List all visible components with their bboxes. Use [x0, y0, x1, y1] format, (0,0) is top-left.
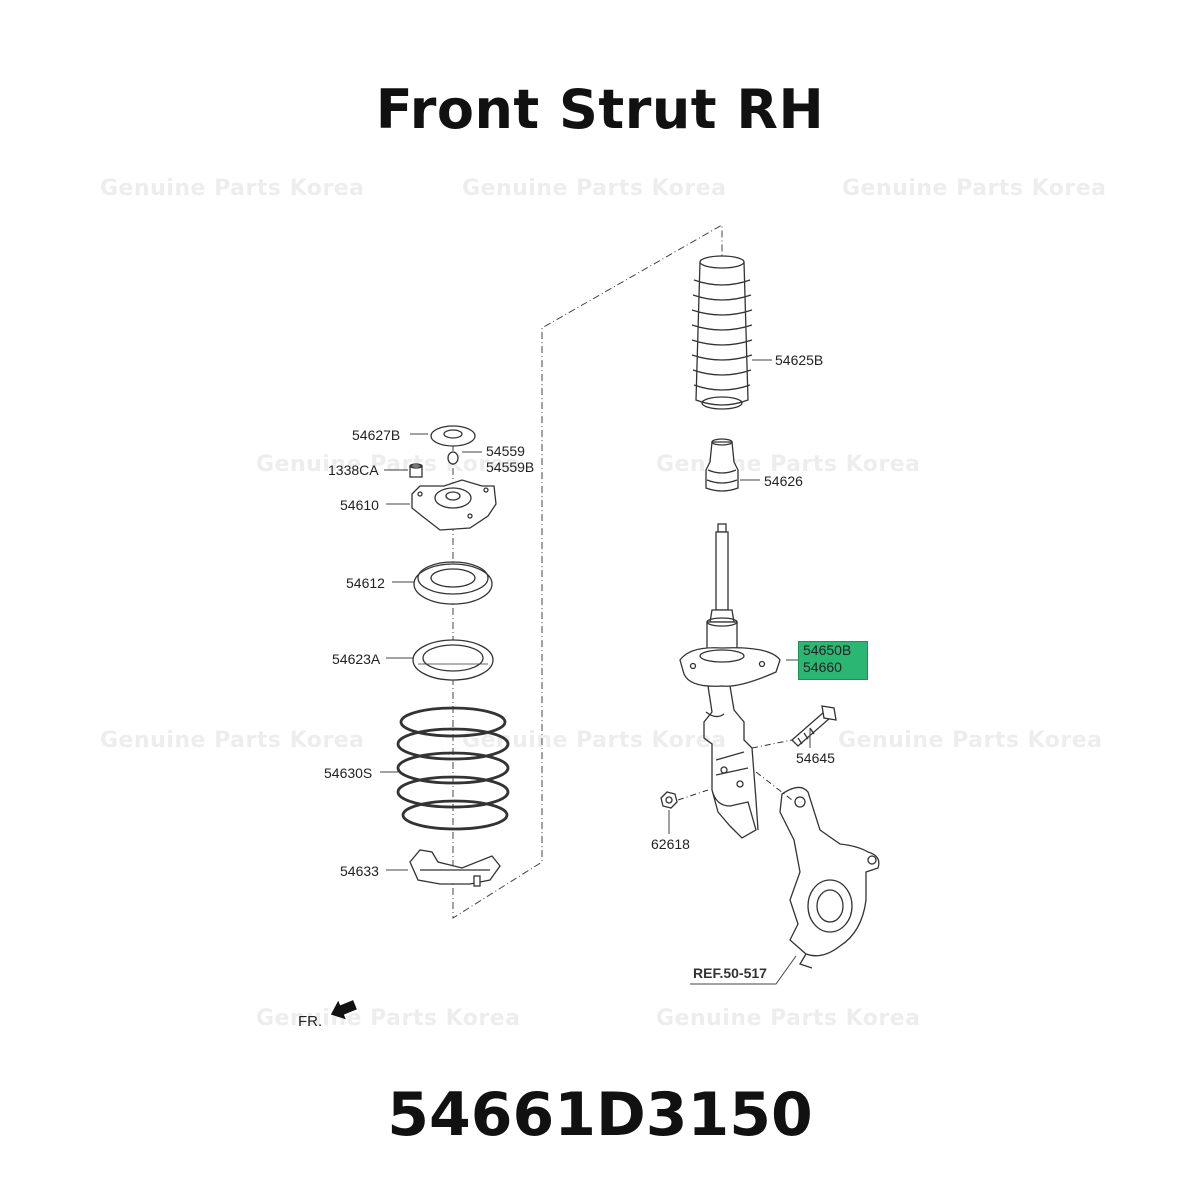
highlighted-part-callout: 54650B 54660 [798, 641, 868, 680]
watermark: Genuine Parts Korea [100, 176, 365, 201]
nut-54559 [447, 451, 459, 465]
label-54612: 54612 [346, 575, 385, 591]
watermark: Genuine Parts Korea [656, 452, 921, 477]
watermark: Genuine Parts Korea [656, 1006, 921, 1031]
watermark: Genuine Parts Korea [462, 176, 727, 201]
label-54559: 54559 [486, 443, 525, 459]
nut-1338CA [409, 463, 423, 478]
watermark: Genuine Parts Korea [256, 452, 521, 477]
reference-label: REF.50-517 [693, 965, 767, 981]
spring-pad-54623A [412, 639, 494, 681]
bearing-54612 [413, 561, 493, 605]
nut-axis [677, 789, 709, 801]
label-54627B: 54627B [352, 427, 401, 443]
diagram-title: Front Strut RH [375, 78, 825, 141]
watermark: Genuine Parts Korea [256, 1006, 521, 1031]
strut-assembly-54650B [679, 523, 781, 839]
label-54630S: 54630S [324, 765, 373, 781]
watermark: Genuine Parts Korea [100, 728, 365, 753]
front-arrow-icon [330, 1000, 357, 1020]
insulator-54627B [430, 425, 476, 447]
label-54610: 54610 [340, 497, 379, 513]
leader-lines [380, 359, 811, 985]
coil-spring-54630S [396, 706, 510, 831]
lower-pad-54633 [409, 849, 501, 887]
label-54660: 54660 [803, 659, 842, 675]
bolt-axis [751, 739, 793, 749]
label-54559B: 54559B [486, 459, 535, 475]
label-54625B: 54625B [775, 352, 824, 368]
bolt-54645 [791, 705, 837, 747]
dust-boot-54625B [691, 255, 753, 410]
label-54650B: 54650B [803, 642, 852, 658]
label-54623A: 54623A [332, 651, 381, 667]
watermark: Genuine Parts Korea [842, 176, 1107, 201]
label-62618: 62618 [651, 836, 690, 852]
assembly-outline [452, 224, 723, 919]
strut-mount-54610 [411, 479, 497, 531]
knuckle-axis [755, 771, 793, 801]
label-1338CA: 1338CA [328, 462, 379, 478]
label-54645: 54645 [796, 750, 835, 766]
front-direction-label: FR. [298, 1013, 323, 1030]
bump-stopper-54626 [705, 438, 739, 492]
label-54633: 54633 [340, 863, 379, 879]
nut-62618 [660, 791, 678, 809]
label-54626: 54626 [764, 473, 803, 489]
steering-knuckle [779, 786, 880, 969]
part-number: 54661D3150 [387, 1080, 813, 1150]
watermark: Genuine Parts Korea [838, 728, 1103, 753]
